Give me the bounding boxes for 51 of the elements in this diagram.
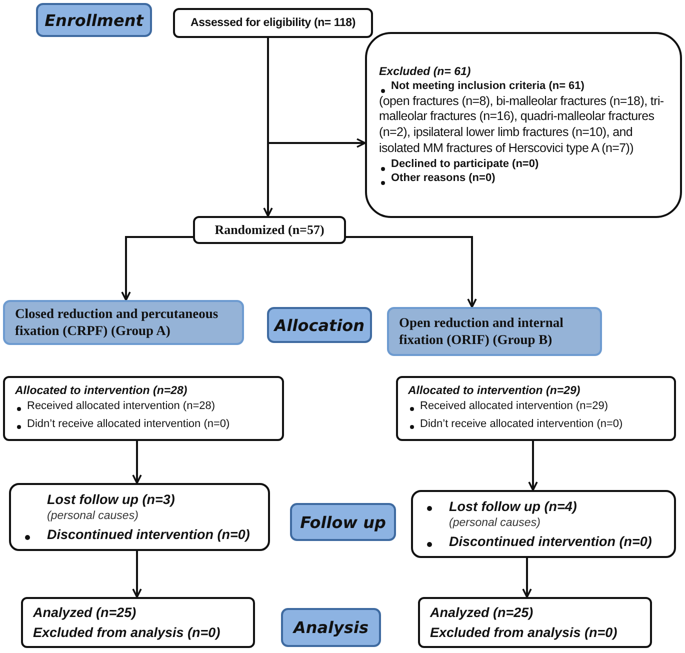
box-text: Didn’t receive allocated intervention (n=0) [420, 416, 623, 432]
box-text: Declined to participate (n=0) [391, 158, 539, 170]
box-text: Received allocated intervention (n=28) [27, 398, 216, 414]
group-label: Closed reduction and percutaneous fixation (CRPF) (Group A) [15, 306, 220, 340]
box-text: Lost follow up (n=3) [47, 490, 175, 508]
process-box [3, 376, 284, 441]
arrow [522, 558, 532, 598]
box-text: Other reasons (n=0) [391, 172, 496, 184]
box-text: Excluded (n= 61) [379, 66, 471, 78]
stage-label-box [267, 307, 372, 343]
box-text: (personal causes) [449, 517, 540, 531]
stage-label: Analysis [293, 618, 368, 637]
process-box [173, 8, 373, 38]
stage-label: Follow up [300, 512, 386, 532]
process-box [411, 490, 676, 558]
box-text: Excluded from analysis (n=0) [33, 624, 220, 642]
process-box [396, 376, 676, 441]
stage-label: Allocation [274, 316, 365, 334]
box-text: (personal causes) [47, 510, 138, 524]
box-text: Lost follow up (n=4) [449, 498, 577, 516]
arrow [132, 441, 142, 484]
group-box [387, 307, 602, 356]
box-text: Discontinued intervention (n=0) [47, 526, 250, 544]
box-text: Excluded from analysis (n=0) [430, 624, 618, 642]
box-text: Analyzed (n=25) [430, 604, 534, 622]
arrow [132, 551, 142, 598]
box-text: Allocated to intervention (n=29) [408, 384, 580, 397]
box-text: Received allocated intervention (n=29) [420, 398, 608, 414]
group-box [3, 300, 244, 345]
arrow [528, 441, 538, 491]
box-text: Not meeting inclusion criteria (n= 61) [391, 80, 584, 92]
process-box [365, 32, 682, 218]
process-box [193, 216, 346, 244]
box-text: Randomized (n=57) [214, 222, 324, 238]
group-label: Open reduction and internal fixation (ORIF) (Group B) [399, 314, 564, 348]
box-text: Discontinued intervention (n=0) [449, 532, 652, 550]
process-box [418, 597, 652, 648]
box-text: Allocated to intervention (n=28) [15, 384, 188, 397]
box-text: Analyzed (n=25) [33, 604, 136, 622]
stage-label-box [281, 608, 381, 647]
stage-label-box [36, 3, 152, 37]
arrow [346, 236, 477, 308]
process-box [9, 483, 270, 551]
arrow [267, 38, 366, 148]
process-box [21, 597, 255, 648]
box-text: (open fractures (n=8), bi-malleolar fractures (n=18), tri-malleolar fractures (n=16), quadri-malleolar fractures (n=2), ipsilateral lower limb fractures (n=10), and isolated MM fractures of Herscovici type A (n=7)) [379, 94, 665, 156]
stage-label-box [290, 503, 396, 541]
box-text: Assessed for eligibility (n= 118) [190, 17, 356, 29]
stage-label: Enrollment [44, 10, 144, 30]
box-text: Didn’t receive allocated intervention (n=0) [27, 416, 230, 432]
arrow [121, 236, 193, 301]
